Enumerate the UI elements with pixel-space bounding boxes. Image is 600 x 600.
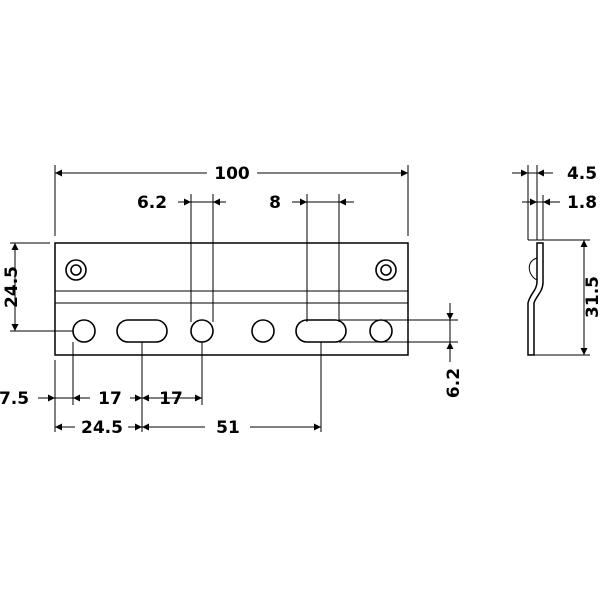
plate-front-view (54, 242, 409, 356)
round-hole (72, 319, 96, 343)
dim-profile-height: 31.5 (583, 276, 600, 318)
slot-hole (295, 319, 347, 343)
dim-slot-to-slot: 51 (216, 418, 240, 438)
bracket-profile (527, 242, 544, 356)
dim-left-to-slot: 24.5 (81, 418, 123, 438)
extension-lines (10, 165, 458, 432)
dim-hole-diameter: 6.2 (137, 193, 167, 213)
dim-hole-row-height: 6.2 (444, 368, 464, 398)
round-hole (190, 319, 214, 343)
dimension-lines (11, 169, 454, 431)
countersink-profile (528, 257, 538, 281)
dim-overall-width: 100 (214, 164, 250, 184)
dim-slot-width: 8 (269, 193, 281, 213)
round-hole (251, 319, 275, 343)
dim-material-thickness: 1.8 (567, 193, 597, 213)
dim-profile-depth: 4.5 (567, 164, 597, 184)
dim-hole-pitch-b: 17 (159, 389, 183, 409)
slot-hole (116, 319, 168, 343)
round-hole (369, 319, 393, 343)
countersunk-hole-right (375, 259, 397, 281)
countersunk-hole-left (65, 259, 87, 281)
dim-left-offset: 7.5 (0, 389, 29, 409)
side-profile-view (512, 165, 590, 356)
dimension-labels: 100 6.2 8 24.5 7.5 17 17 24.5 51 6.2 4.5… (0, 164, 600, 438)
plate-outline (54, 242, 409, 356)
dim-hole-pitch-a: 17 (98, 389, 122, 409)
dim-plate-height: 24.5 (2, 266, 22, 308)
